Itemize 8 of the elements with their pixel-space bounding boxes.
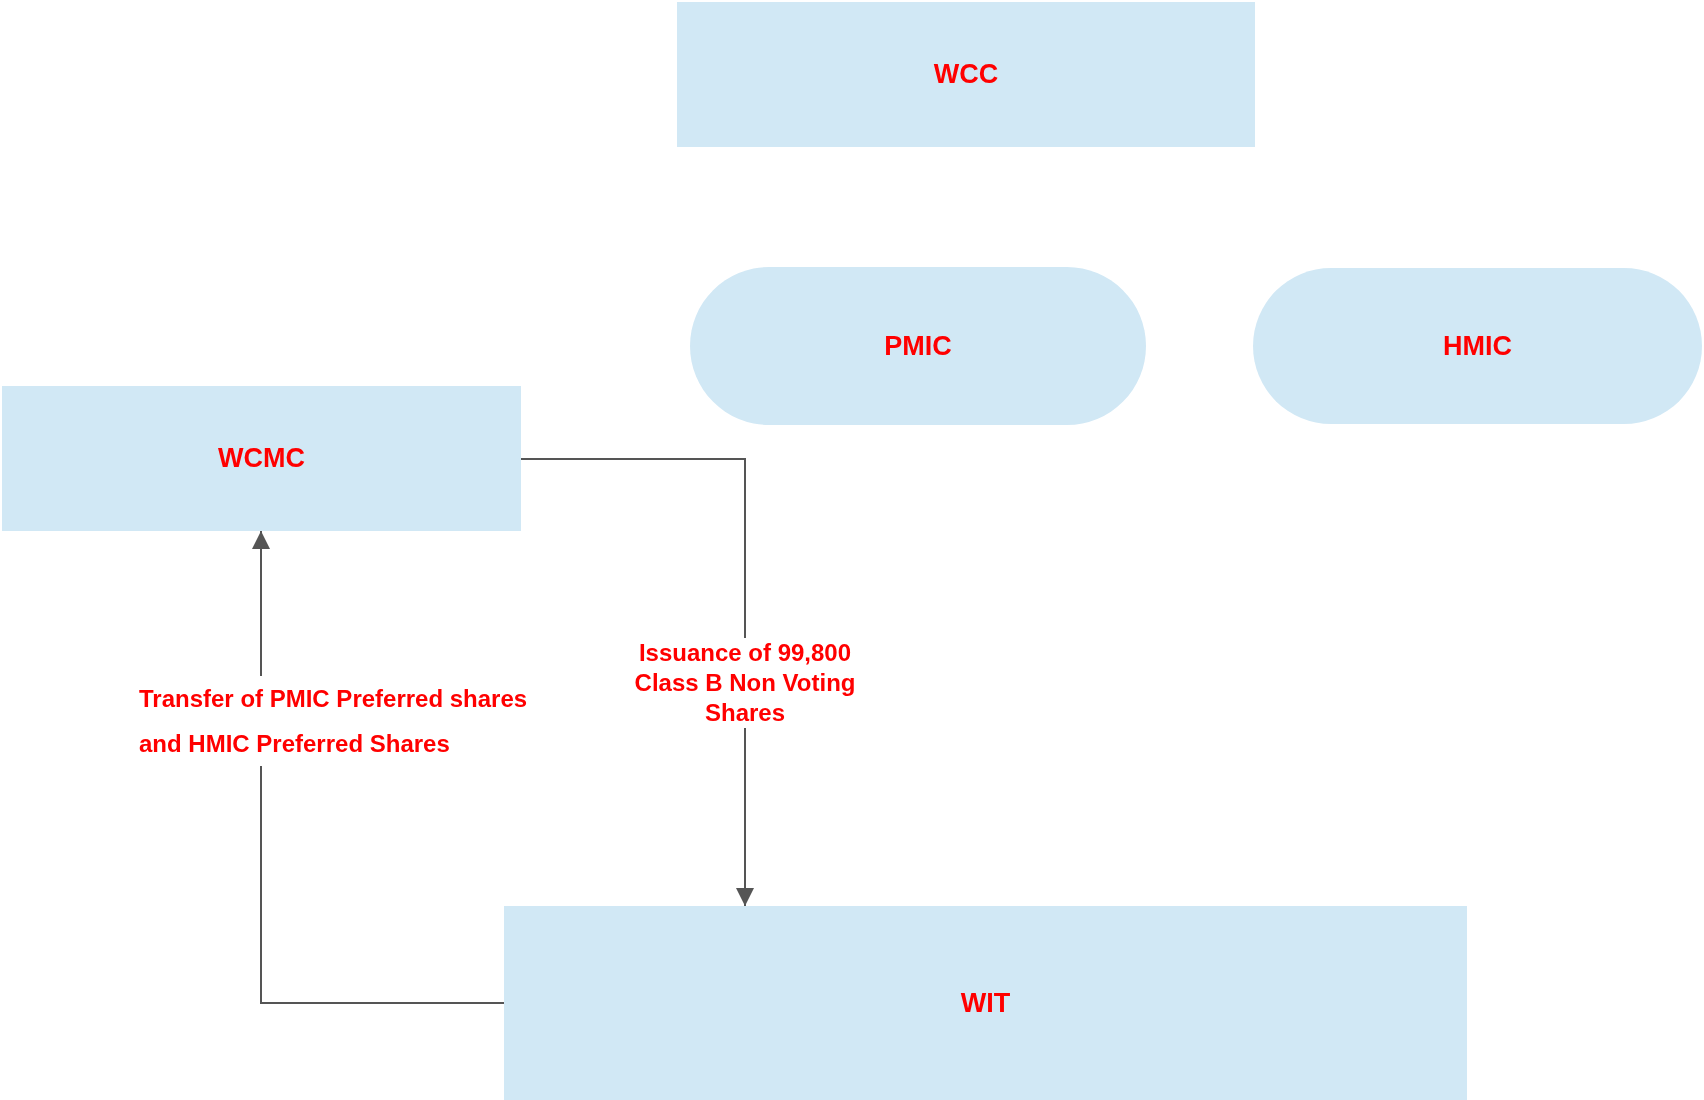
- entity-name: WCMC: [218, 443, 305, 474]
- entity-name: WIT: [960, 987, 1011, 1019]
- entity-box: [677, 2, 1255, 147]
- entity-name: HMIC: [1443, 330, 1512, 362]
- entity-name: PMIC: [884, 330, 952, 362]
- entity-box: [504, 906, 1467, 1100]
- entity-name: WCC: [933, 59, 999, 90]
- entity-box: [2, 386, 521, 531]
